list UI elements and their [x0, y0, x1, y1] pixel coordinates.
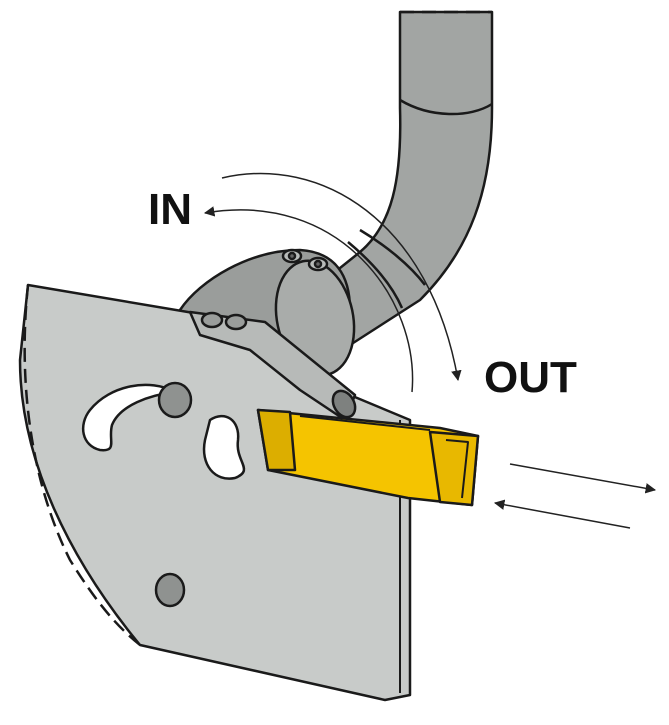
rotation-arrow-icon	[203, 172, 462, 393]
holder-blade	[18, 283, 412, 702]
out-label: OUT	[484, 353, 577, 402]
in-label: IN	[148, 185, 192, 234]
coolant-hose	[298, 10, 494, 347]
cutting-insert	[256, 408, 480, 507]
feed-arrow-icon	[493, 463, 657, 529]
